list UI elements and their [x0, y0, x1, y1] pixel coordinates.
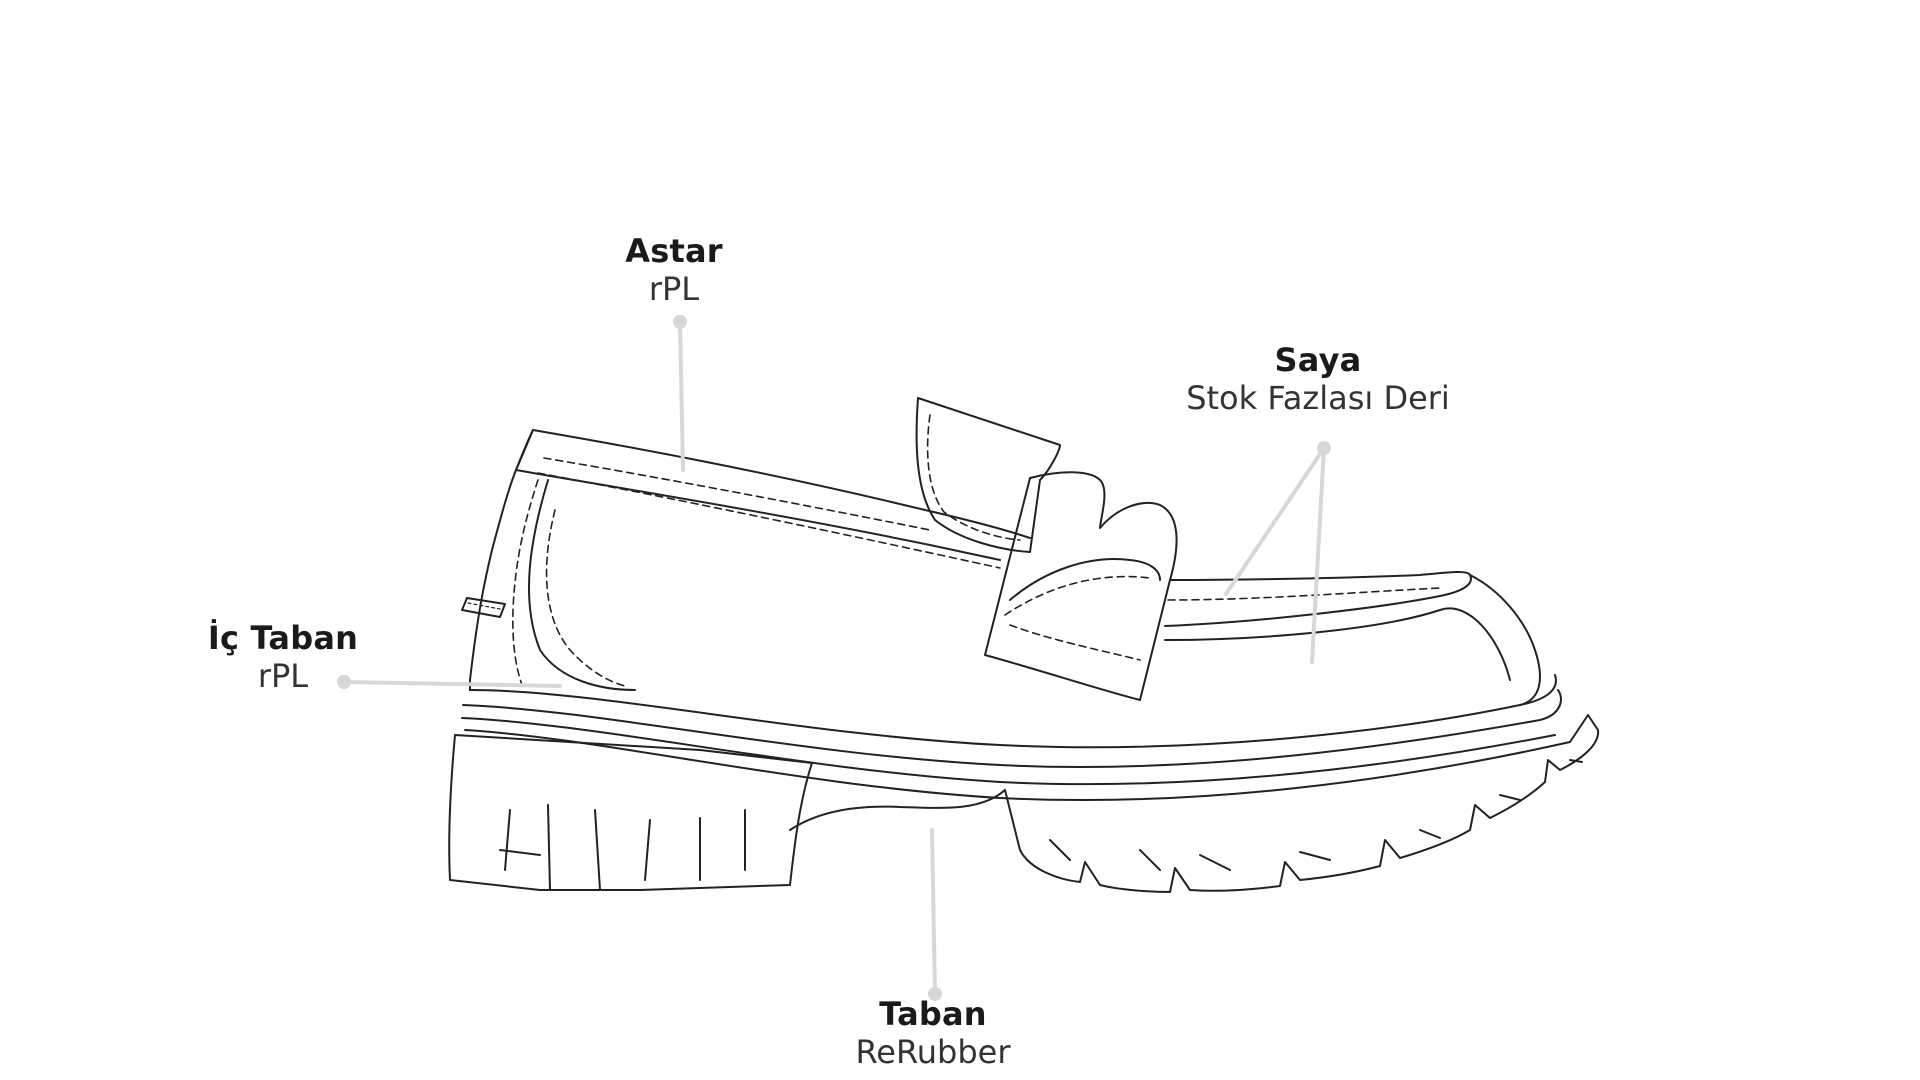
shoe-collar-top — [532, 429, 1031, 539]
callout-taban-title: Taban — [879, 995, 987, 1033]
outsole-heel — [448, 734, 813, 891]
leader-dot-taban — [928, 987, 942, 1001]
leader-dot-saya — [1317, 441, 1331, 455]
welt-band-1 — [469, 674, 1557, 749]
callout-saya-value: Stok Fazlası Deri — [1186, 378, 1450, 417]
callout-astar: Astar rPL — [625, 232, 723, 309]
outsole-heel-edge — [499, 849, 541, 856]
heel-inner-line — [528, 479, 636, 691]
vamp-lower — [1164, 607, 1511, 681]
welt-band-2 — [462, 689, 1562, 768]
toe-outline — [1469, 574, 1541, 706]
tongue-stitch — [926, 414, 1021, 541]
callout-taban: Taban ReRubber — [855, 995, 1011, 1072]
leader-line-astar — [678, 320, 685, 472]
leader-dot-astar — [673, 315, 687, 329]
leader-line-saya-2 — [1310, 446, 1326, 664]
callout-saya-title: Saya — [1274, 341, 1362, 379]
shoe-collar-stitch — [537, 472, 1001, 569]
callout-ic-taban-title: İç Taban — [207, 619, 359, 657]
outsole-arch — [789, 789, 1006, 831]
shoe-collar-left — [515, 429, 534, 471]
callout-ic-taban: İç Taban rPL — [207, 619, 359, 696]
outsole-forefoot — [1004, 714, 1600, 893]
tongue — [915, 397, 1061, 553]
shoe-collar-band — [515, 469, 1001, 561]
leader-line-saya-1 — [1224, 446, 1326, 596]
penny-strap-stitch-1 — [1004, 575, 1151, 616]
leader-line-ic-taban — [342, 680, 562, 688]
heel-stitch — [512, 479, 539, 686]
callout-astar-title: Astar — [625, 232, 723, 270]
callout-ic-taban-value: rPL — [257, 656, 309, 695]
leader-line-taban — [930, 828, 937, 996]
leader-dot-ic-taban — [337, 675, 351, 689]
heel-inner-stitch — [545, 509, 626, 687]
shoe-collar-stitch-2 — [543, 457, 931, 531]
penny-strap-slot — [1009, 558, 1161, 601]
penny-strap — [984, 471, 1178, 701]
welt-band-4 — [464, 729, 1571, 802]
welt-band-3 — [461, 717, 1556, 786]
callout-astar-value: rPL — [648, 269, 700, 308]
shoe-upper-outline — [469, 429, 534, 691]
vamp-stitch — [1167, 587, 1441, 601]
callout-saya: Saya Stok Fazlası Deri — [1186, 341, 1450, 418]
callout-taban-value: ReRubber — [855, 1032, 1011, 1071]
pull-tab — [461, 597, 506, 618]
penny-strap-stitch-2 — [1009, 624, 1141, 661]
